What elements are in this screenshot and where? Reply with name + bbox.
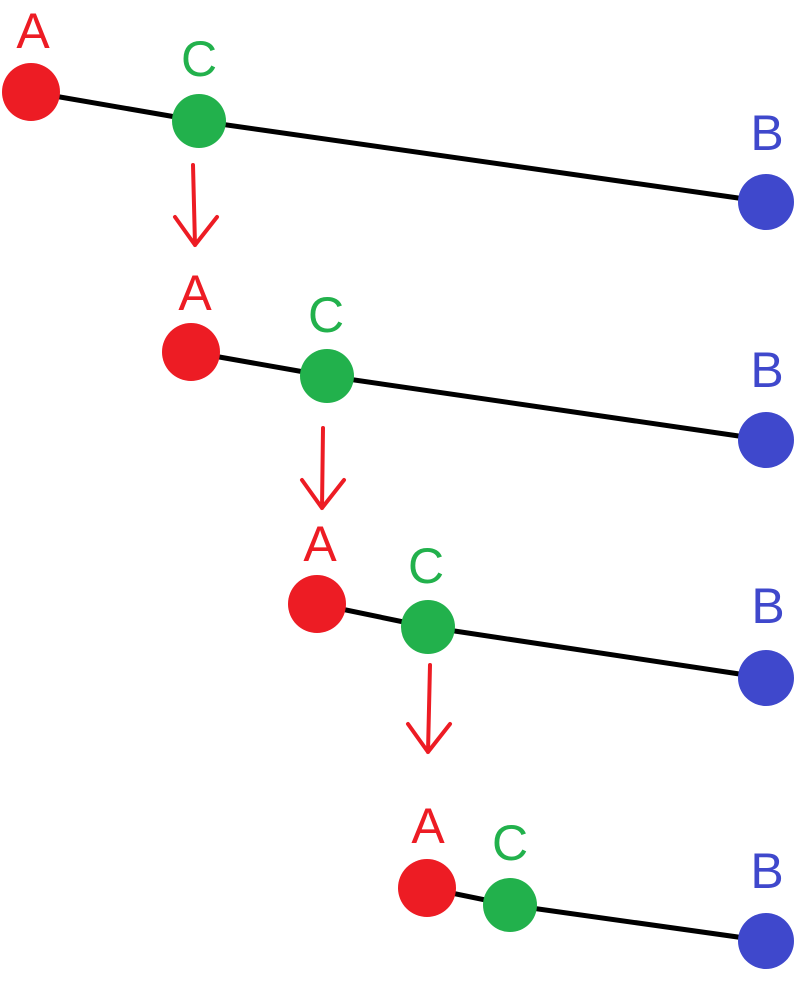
label-c-2: C [308, 287, 344, 343]
point-b-3 [738, 650, 794, 706]
point-a-1 [2, 63, 60, 121]
label-a-2: A [178, 265, 212, 321]
segment-line-2 [190, 349, 767, 443]
point-c-3 [401, 600, 455, 654]
point-b-2 [738, 412, 794, 468]
label-b-1: B [750, 105, 783, 161]
segment-line-1 [30, 89, 767, 205]
down-arrow-icon-1 [173, 163, 219, 247]
point-a-2 [162, 323, 220, 381]
segment-line-3 [316, 601, 767, 681]
label-c-3: C [408, 538, 444, 594]
label-a-1: A [16, 3, 50, 59]
label-b-4: B [750, 843, 783, 899]
down-arrow-icon-2 [300, 426, 346, 510]
down-arrow-icon-3 [406, 663, 452, 754]
label-c-1: C [181, 31, 217, 87]
point-b-1 [738, 174, 794, 230]
label-a-3: A [303, 516, 337, 572]
label-c-4: C [492, 815, 528, 871]
point-b-4 [738, 913, 794, 969]
point-c-2 [300, 349, 354, 403]
label-b-3: B [751, 578, 784, 634]
point-a-4 [398, 859, 456, 917]
point-a-3 [288, 575, 346, 633]
segment-line-4 [426, 885, 767, 944]
point-c-1 [172, 94, 226, 148]
label-b-2: B [750, 342, 783, 398]
point-c-4 [483, 878, 537, 932]
label-a-4: A [411, 798, 445, 854]
